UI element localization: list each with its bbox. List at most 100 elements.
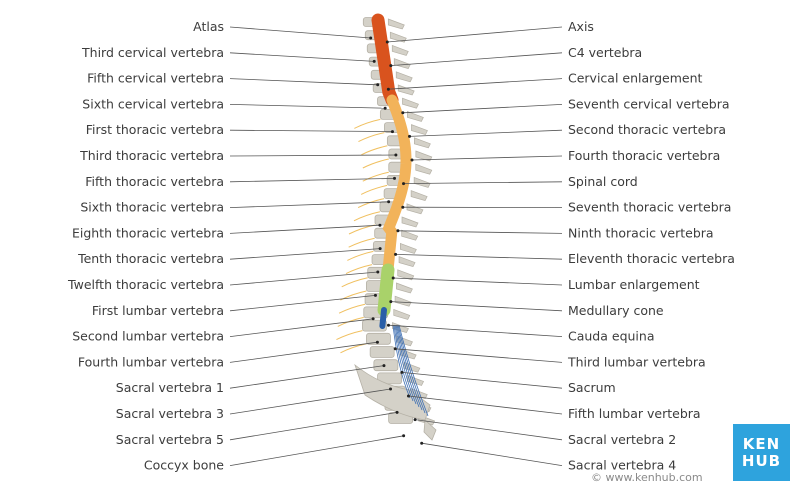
leader-line [390, 52, 563, 66]
leader-line [388, 324, 563, 337]
leader-line [409, 129, 563, 137]
spinous-process [413, 176, 431, 188]
leader-line [229, 435, 404, 466]
leader-dot [386, 87, 390, 91]
cauda-equina-strand [396, 324, 423, 411]
right-label: Cervical enlargement [568, 71, 702, 86]
spinal-nerve [362, 158, 389, 169]
left-label: Eighth thoracic vertebra [72, 225, 224, 240]
leader-dot [401, 205, 405, 209]
cauda-equina-strand [397, 324, 426, 414]
spinous-process [397, 269, 415, 281]
leader-dot [406, 394, 410, 398]
leader-dot [369, 36, 373, 40]
leader-dot [402, 182, 406, 186]
right-label: Eleventh thoracic vertebra [568, 251, 735, 266]
spinal-nerve [336, 330, 363, 341]
leader-dot [393, 347, 397, 351]
leader-dot [401, 111, 405, 115]
leader-dot [400, 370, 404, 374]
spinal-nerve [347, 250, 374, 261]
leader-line [411, 155, 563, 161]
left-label: Sacral vertebra 5 [116, 432, 224, 447]
leader-dot [394, 153, 398, 157]
leader-dot [378, 223, 382, 227]
spinal-nerve [345, 264, 373, 275]
spinous-process [393, 308, 411, 320]
leader-dot [376, 270, 380, 274]
leader-dot [420, 441, 424, 445]
leader-dot [402, 434, 406, 438]
leader-dot [389, 387, 393, 391]
leader-dot [396, 229, 400, 233]
right-label: Cauda equina [568, 329, 654, 344]
right-label: Medullary cone [568, 303, 664, 318]
right-label: Spinal cord [568, 174, 638, 189]
leader-line [388, 78, 563, 90]
leader-dot [378, 247, 382, 251]
spinous-process [395, 71, 413, 83]
leader-line [229, 341, 378, 363]
leader-dot [389, 64, 393, 68]
right-label: Seventh cervical vertebra [568, 96, 730, 111]
leader-line [229, 388, 391, 415]
leader-line [229, 412, 398, 441]
vertebral-body [373, 359, 399, 372]
leader-line [387, 26, 563, 43]
left-label: Coccyx bone [144, 458, 224, 473]
cauda-equina-strand [395, 324, 420, 408]
left-label: Second lumbar vertebra [72, 329, 224, 344]
cervical-cord [371, 13, 399, 107]
vertebral-body [369, 346, 395, 358]
spinous-process [398, 256, 416, 268]
spinous-process [411, 124, 428, 136]
spinous-process [392, 322, 409, 334]
leader-line [403, 181, 563, 184]
logo-line-1: KEN [742, 434, 781, 453]
leader-dot [375, 340, 379, 344]
leader-dot [395, 410, 399, 414]
cauda-equina-strand [392, 324, 411, 399]
spinous-process [397, 84, 415, 96]
spinal-nerve [360, 184, 388, 195]
spinous-process [394, 295, 412, 307]
cauda-equina-strand [394, 324, 417, 405]
spinous-process [402, 97, 419, 109]
leader-dot [389, 300, 393, 304]
leader-line [229, 271, 378, 286]
right-label: Ninth thoracic vertebra [568, 225, 714, 240]
spinal-nerve [362, 171, 389, 182]
cauda-equina-strand [393, 324, 414, 402]
leader-line [393, 277, 563, 286]
right-label: Sacral vertebra 4 [568, 458, 676, 473]
leader-line [395, 348, 563, 363]
spinal-nerve [361, 145, 388, 156]
right-label: Axis [568, 19, 594, 34]
leader-dot [372, 59, 376, 63]
spine-illustration [336, 13, 437, 441]
leader-line [395, 254, 563, 260]
spinal-nerve [353, 211, 381, 222]
lumbar-enlargement-shape [377, 263, 395, 317]
spinous-process [391, 44, 409, 56]
left-label: Third thoracic vertebra [79, 148, 224, 163]
left-label: Sacral vertebra 3 [116, 406, 224, 421]
left-label: Third cervical vertebra [81, 45, 224, 60]
leader-line [401, 372, 563, 389]
right-label: Lumbar enlargement [568, 277, 700, 292]
leader-dot [376, 83, 380, 87]
spinous-process [414, 137, 431, 149]
right-label: C4 vertebra [568, 45, 642, 60]
leader-dot [383, 106, 387, 110]
leader-dot [382, 364, 386, 368]
leader-line [421, 442, 563, 466]
spinous-process [396, 282, 413, 294]
copyright-credit: © www.kenhub.com [591, 471, 703, 484]
spinous-process [389, 31, 407, 43]
right-label: Sacral vertebra 2 [568, 432, 676, 447]
kenhub-logo: KEN HUB [733, 424, 790, 481]
leader-dot [392, 176, 396, 180]
